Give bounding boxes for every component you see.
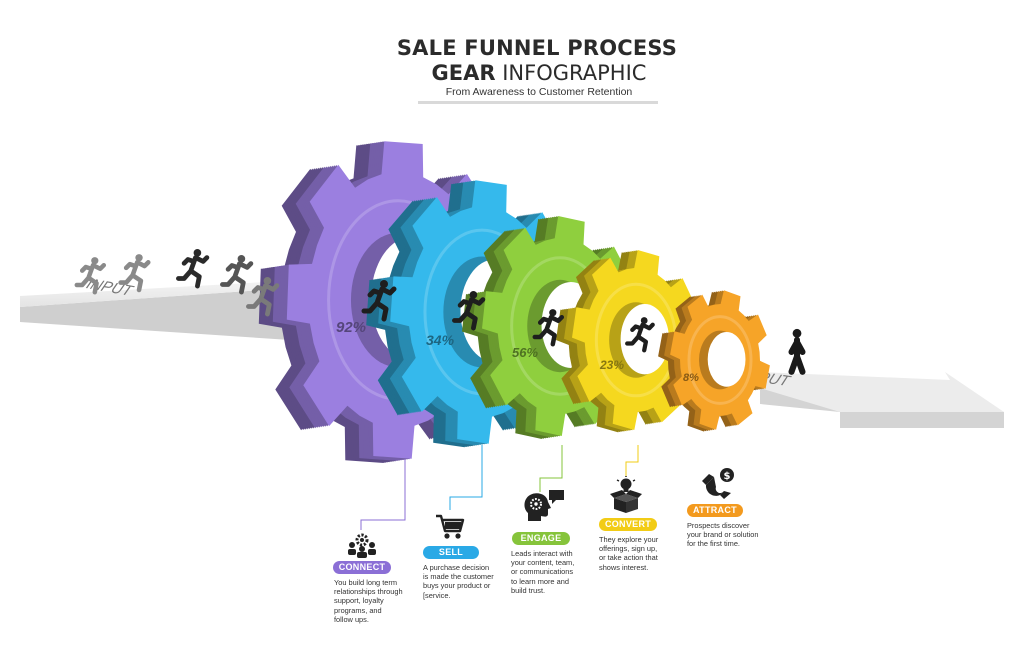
- runner-figure: [532, 309, 565, 347]
- connector-lines: [360, 445, 639, 530]
- team-gear-icon: [346, 532, 378, 558]
- runner-figure: [118, 254, 151, 293]
- gear-percent-label: 56%: [512, 345, 538, 360]
- runner-figure: [361, 280, 397, 322]
- stage-badge-sell: SELL: [423, 546, 479, 559]
- title-divider: [418, 101, 658, 104]
- gear-group: 92% 34% 56% 23% 8%: [258, 141, 770, 463]
- walker-figure: [788, 328, 806, 375]
- gear-percent-label: 8%: [683, 372, 699, 384]
- walker-group: [74, 249, 806, 375]
- stage-badge-attract: ATTRACT: [687, 504, 743, 517]
- runner-figure: [176, 249, 210, 289]
- subtitle: From Awareness to Customer Retention: [445, 86, 633, 98]
- title-line-1: SALE FUNNEL PROCESS: [396, 36, 678, 60]
- svg-text:$: $: [724, 471, 731, 482]
- gear-percent-label: 92%: [336, 319, 366, 336]
- gear-attract: 8%: [658, 290, 770, 432]
- head-chat-icon: [522, 488, 566, 524]
- runner-figure: [246, 277, 280, 317]
- stage-badge-convert: CONVERT: [599, 518, 657, 531]
- stage-badge-engage: ENGAGE: [512, 532, 570, 545]
- stage-badge-connect: CONNECT: [333, 561, 391, 574]
- gear-percent-label: 23%: [599, 358, 624, 372]
- title-infographic-word: INFOGRAPHIC: [495, 61, 647, 85]
- stage-description-connect: You build long term relationships throug…: [334, 578, 403, 624]
- idea-box-icon: [610, 476, 642, 514]
- title-line-2: GEAR INFOGRAPHIC: [0, 61, 1024, 85]
- shopping-cart-icon: [434, 513, 466, 541]
- stage-description-attract: Prospects discover your brand or solutio…: [687, 521, 759, 549]
- runner-figure: [220, 255, 254, 295]
- runner-figure: [452, 291, 486, 331]
- stage-description-convert: They explore your offerings, sign up, or…: [599, 535, 659, 572]
- gear-percent-label: 34%: [426, 332, 455, 348]
- stage-description-sell: A purchase decision is made the customer…: [423, 563, 494, 600]
- magnet-dollar-icon: $: [702, 467, 736, 499]
- runner-figure: [625, 317, 655, 353]
- stage-description-engage: Leads interact with your content, team, …: [511, 549, 575, 595]
- title-gear-word: GEAR: [431, 61, 496, 85]
- runner-figure: [74, 257, 107, 295]
